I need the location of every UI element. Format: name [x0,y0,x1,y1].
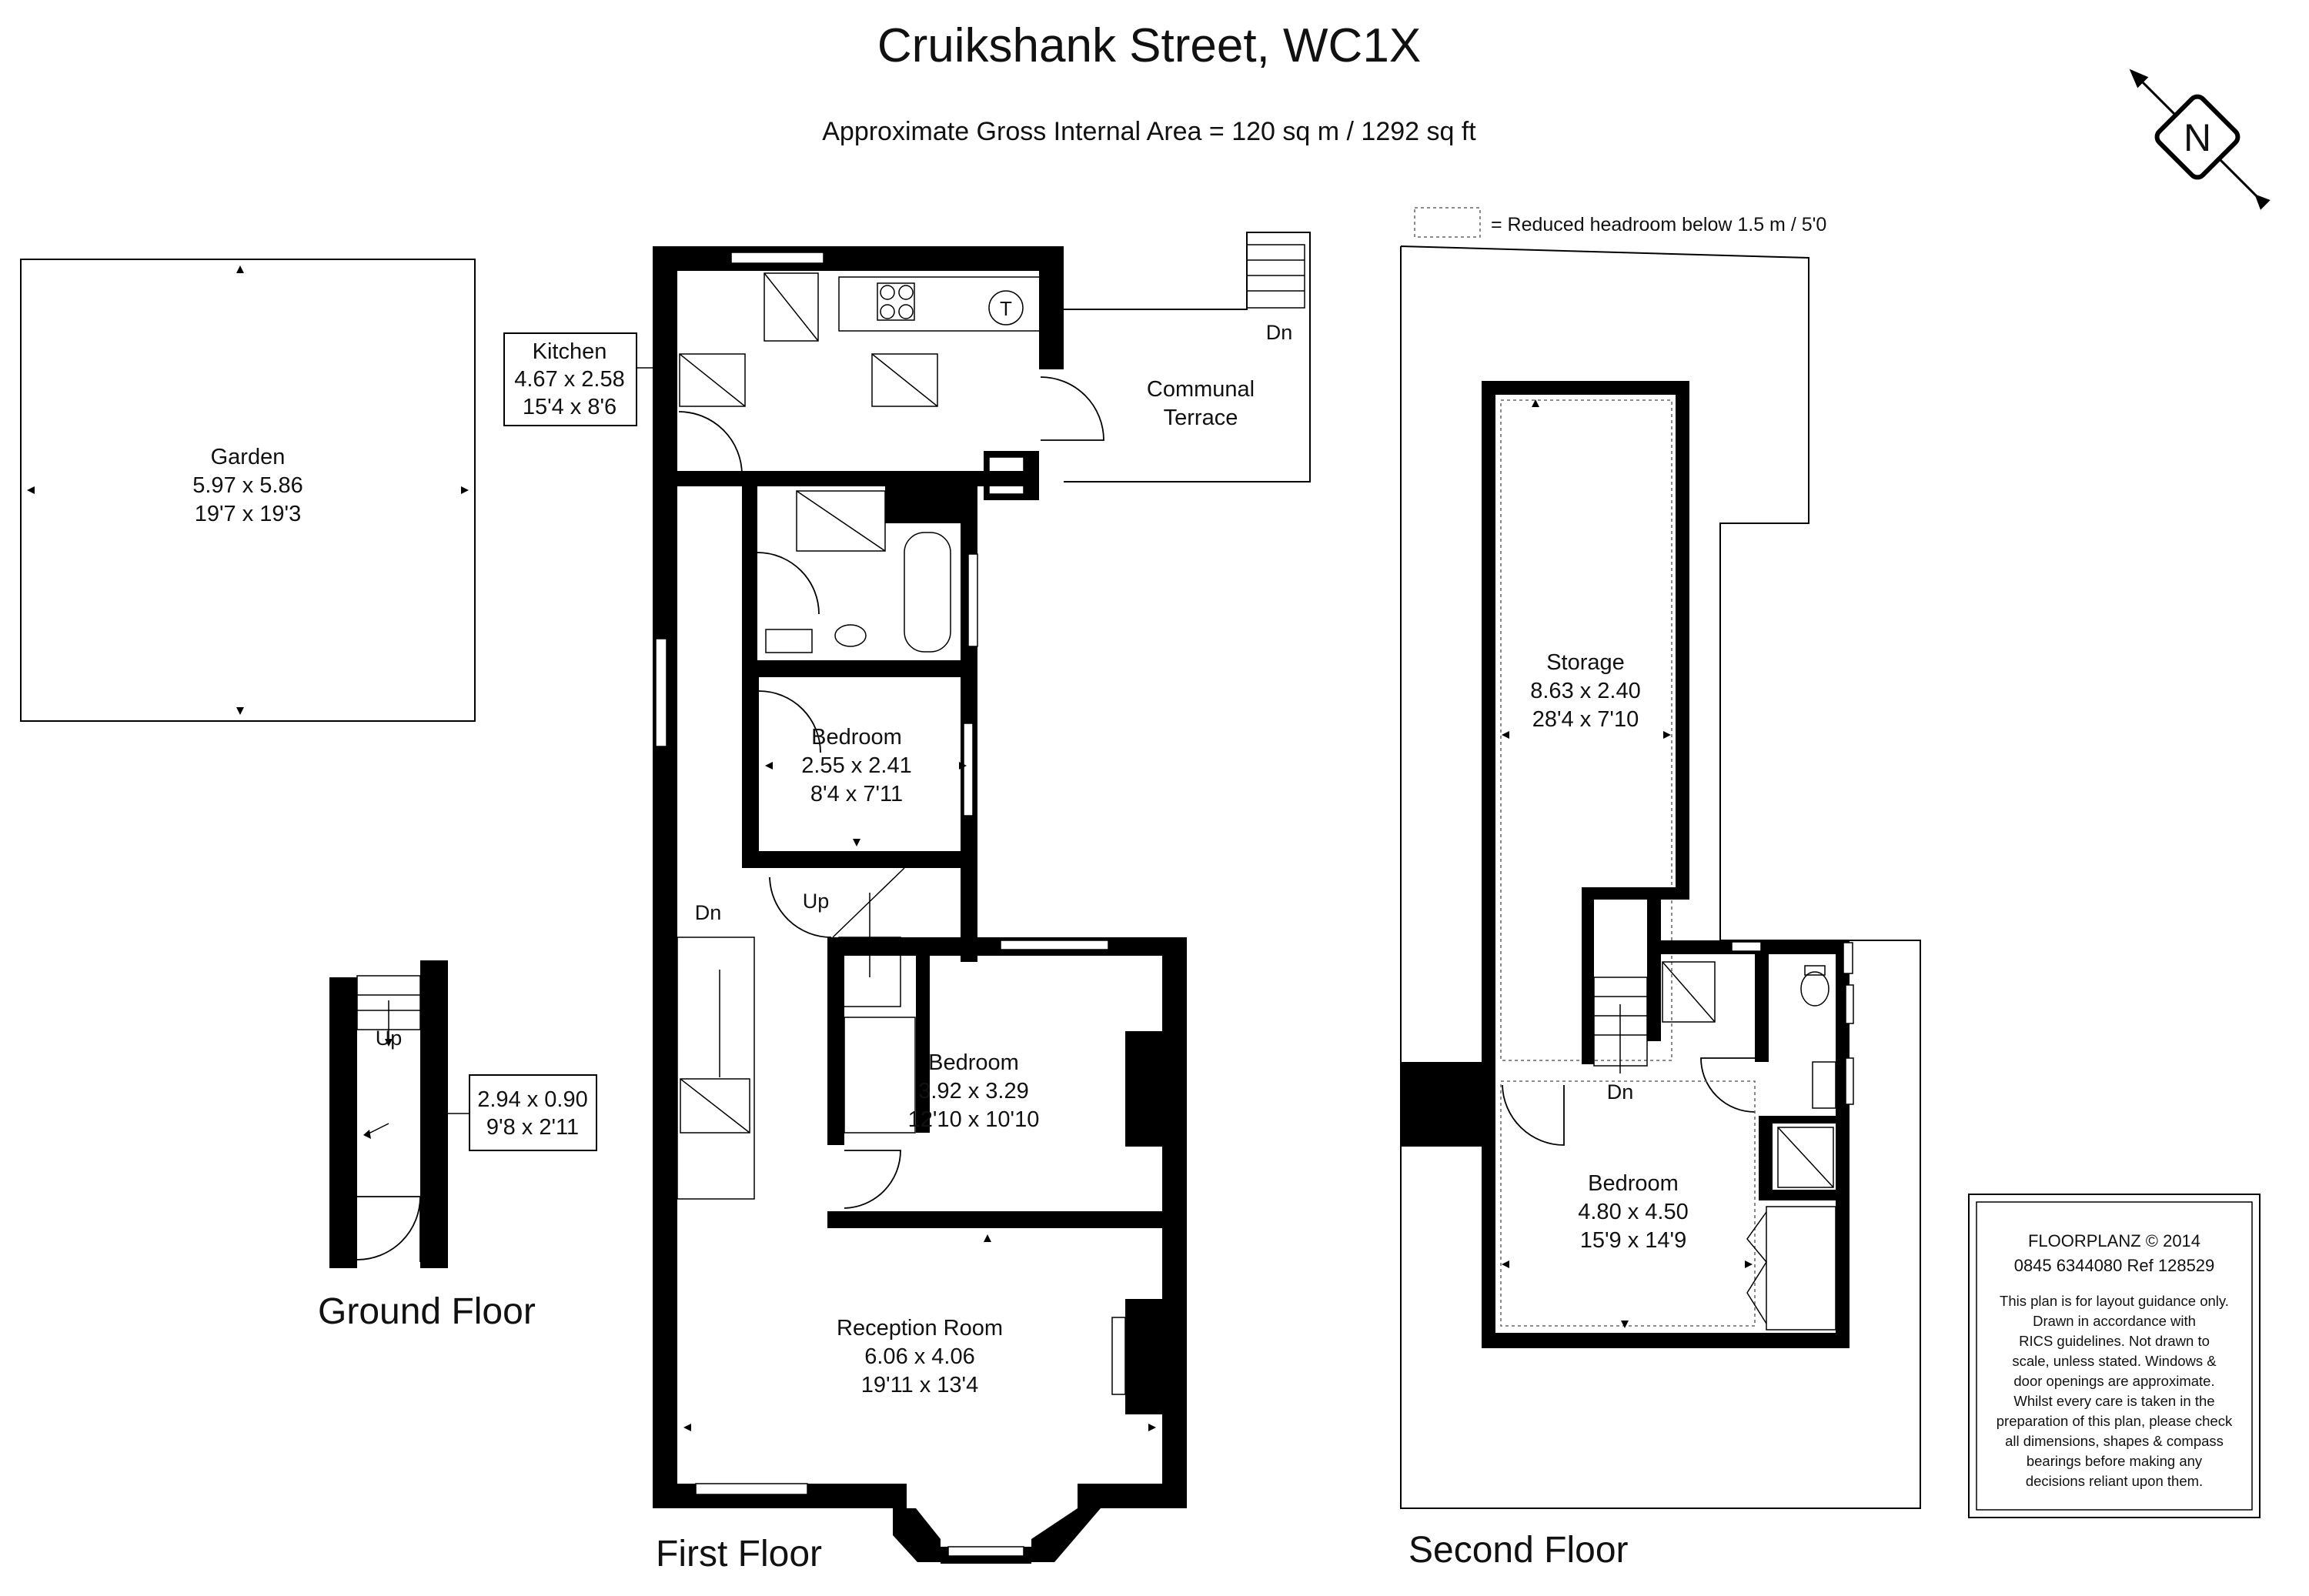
disclaimer-line: Drawn in accordance with [2033,1313,2196,1329]
compass-letter: N [2184,116,2211,159]
disclaimer-line: scale, unless stated. Windows & [2012,1353,2217,1369]
kitchen-imperial: 15'4 x 8'6 [523,395,617,419]
bedroom2-imperial: 12'10 x 10'10 [908,1107,1040,1132]
bedroom3-imperial: 15'9 x 14'9 [1580,1228,1686,1253]
kitchen-dimension-box: Kitchen 4.67 x 2.58 15'4 x 8'6 [503,332,658,426]
page-title: Cruikshank Street, WC1X [877,19,1421,72]
north-compass-icon: N [2129,68,2271,210]
legend-text: = Reduced headroom below 1.5 m / 5'0 [1491,214,1826,235]
reception-imperial: 19'11 x 13'4 [861,1373,978,1397]
reduced-headroom-swatch [1414,207,1481,238]
agent-info-box: FLOORPLANZ © 2014 0845 6344080 Ref 12852… [1968,1194,2261,1518]
area-subtitle: Approximate Gross Internal Area = 120 sq… [822,117,1476,146]
terrace-name-line2: Terrace [1164,406,1238,430]
bedroom3-metric: 4.80 x 4.50 [1578,1200,1689,1224]
garden: Garden 5.97 x 5.86 19'7 x 19'3 [20,259,476,722]
second-floor-label: Second Floor [1408,1530,1629,1571]
disclaimer-line: Whilst every care is taken in the [2013,1393,2214,1409]
info-phone-ref: 0845 6344080 Ref 128529 [2014,1256,2215,1275]
info-copyright: FLOORPLANZ © 2014 [2028,1231,2200,1250]
disclaimer-line: preparation of this plan, please check [1997,1413,2233,1429]
disclaimer-line: bearings before making any [2027,1453,2203,1469]
terrace-stair-dn-label: Dn [1266,321,1293,344]
ground-floor-label: Ground Floor [318,1291,536,1332]
tank-label: T [1000,297,1012,320]
tank [988,290,1024,326]
bedroom3-name: Bedroom [1588,1171,1679,1196]
communal-terrace: Dn Communal Terrace [1064,232,1311,482]
garden-metric: 5.97 x 5.86 [192,473,303,498]
disclaimer-line: all dimensions, shapes & compass [2005,1433,2224,1449]
bedroom1-imperial: 8'4 x 7'11 [810,782,903,806]
kitchen-metric: 4.67 x 2.58 [514,367,625,392]
disclaimer-line: RICS guidelines. Not drawn to [2019,1333,2210,1349]
disclaimer-line: door openings are approximate. [2013,1373,2214,1389]
bedroom1-name: Bedroom [811,725,902,750]
kitchen-name: Kitchen [533,339,607,364]
storage-name: Storage [1546,650,1625,675]
hall-imperial: 9'8 x 2'11 [486,1115,579,1140]
first-floor-label: First Floor [656,1534,822,1574]
reception-metric: 6.06 x 4.06 [864,1344,975,1369]
first-floor-plan: T Bedroom 2.55 x 2.41 8'4 x 7'11 [653,246,1187,1574]
info-disclaimer: This plan is for layout guidance only. D… [1997,1293,2233,1489]
hall-dimension-box: 2.94 x 0.90 9'8 x 2'11 [448,1074,597,1151]
terrace-name-line1: Communal [1147,377,1255,402]
ground-floor-plan: Up Ground Floor [318,960,536,1332]
bedroom2-name: Bedroom [928,1050,1019,1075]
second-floor-plan: Storage 8.63 x 2.40 28'4 x 7'10 [1400,245,1921,1571]
disclaimer-line: This plan is for layout guidance only. [2000,1293,2229,1309]
reception-name: Reception Room [837,1316,1003,1341]
second-stair-dn-label: Dn [1607,1080,1634,1104]
garden-imperial: 19'7 x 19'3 [195,502,301,526]
first-stair-dn-label: Dn [695,901,722,924]
ground-stair-up-label: Up [376,1027,403,1050]
first-stair-up-label: Up [803,890,830,913]
hall-metric: 2.94 x 0.90 [477,1087,588,1112]
storage-metric: 8.63 x 2.40 [1530,679,1641,703]
storage-imperial: 28'4 x 7'10 [1532,707,1639,732]
garden-name: Garden [211,445,286,469]
bedroom1-metric: 2.55 x 2.41 [801,753,912,778]
disclaimer-line: decisions reliant upon them. [2026,1473,2203,1489]
bedroom2-metric: 3.92 x 3.29 [918,1079,1029,1104]
